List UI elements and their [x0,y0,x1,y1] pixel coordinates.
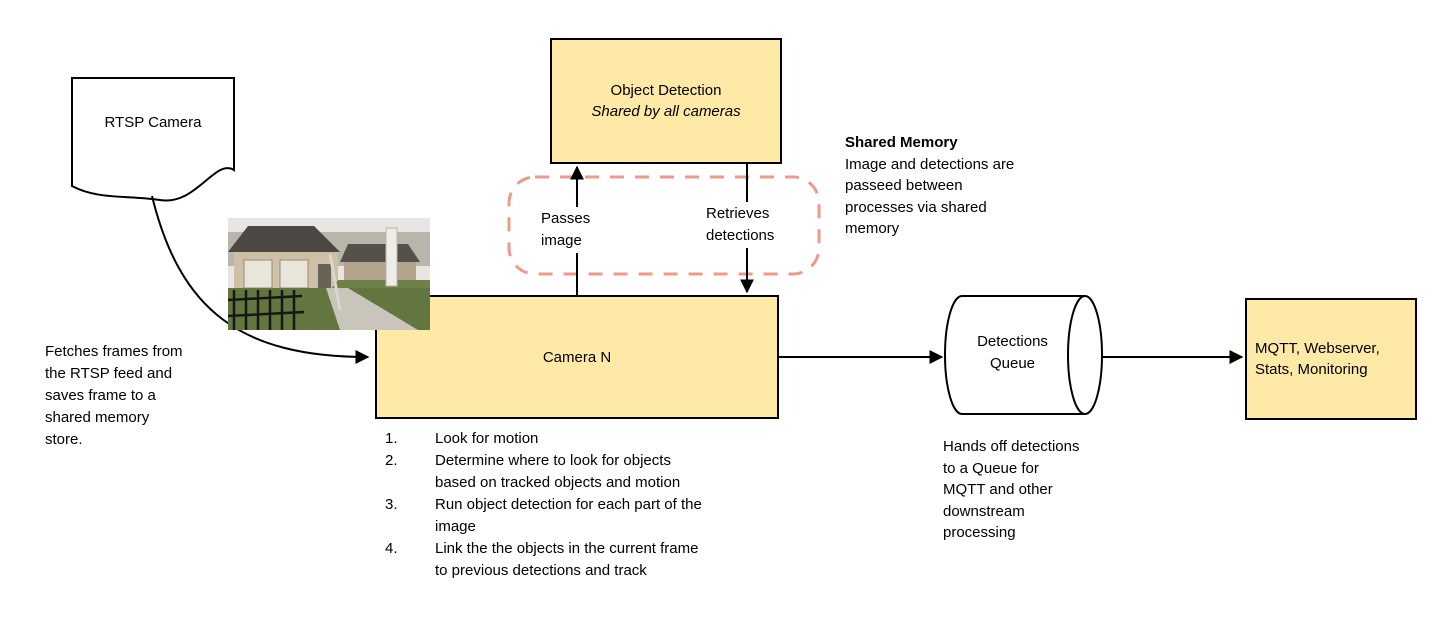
camera-snapshot [228,218,430,330]
camera-n-label: Camera N [542,348,612,366]
passes-image-line2: image [541,232,582,249]
step-line: Determine where to look for objects [435,452,671,469]
queue-label-line2: Queue [989,355,1036,372]
note-line: processes via shared [845,198,987,216]
fetch-frames-note: Fetches frames from the RTSP feed and sa… [45,341,183,451]
passes-image-label: Passes image [538,207,594,253]
retrieves-detections-line1: Retrieves [706,205,770,222]
step-line: Run object detection for each part of th… [435,496,702,513]
shared-memory-title: Shared Memory [845,134,958,151]
rtsp-camera-label: RTSP Camera [77,112,229,133]
rtsp-camera-text: RTSP Camera [104,114,202,131]
passes-image-line1: Passes [541,210,591,227]
camera-steps-list: 1. Look for motion 2. Determine where to… [385,428,702,582]
fetch-frames-arrow [151,195,370,364]
step-item-4: 4. Link the the objects in the current f… [385,538,702,582]
note-line: Hands off detections [943,438,1080,455]
mqtt-label-line2: Stats, Monitoring [1255,361,1368,378]
note-line: processing [943,524,1016,541]
step-number: 1. [385,430,398,447]
distant-house [340,244,420,280]
step-line: to previous detections and track [435,562,647,579]
shared-memory-dashed-region [507,175,821,276]
mqtt-node: MQTT, Webserver, Stats, Monitoring [1245,298,1417,420]
camera-n-node: Camera N [375,295,779,419]
note-line: store. [45,431,83,448]
note-line: passeed between [845,177,963,194]
note-line: saves frame to a [45,387,156,404]
note-line: Fetches frames from [45,343,183,360]
step-item-1: 1. Look for motion [385,428,702,450]
retrieves-detections-label: Retrieves detections [703,202,778,248]
camera-snapshot-image [228,218,430,330]
detections-queue-cylinder-shape [944,295,1103,415]
queue-label-line1: Detections [977,333,1048,350]
queue-handoff-note: Hands off detections to a Queue for MQTT… [943,436,1079,544]
note-line: memory [845,220,900,237]
step-line: Link the the objects in the current fram… [435,540,699,557]
object-detection-node: Object Detection Shared by all cameras [550,38,782,164]
object-detection-title: Object Detection [610,82,722,99]
step-line: based on tracked objects and motion [435,474,681,491]
note-line: to a Queue for [943,459,1039,477]
step-line: image [435,518,476,535]
mqtt-label-line1: MQTT, Webserver, [1255,340,1380,357]
note-line: the RTSP feed and [45,365,173,382]
lawn-far [332,280,430,288]
step-number: 4. [385,540,398,557]
metal-fence [228,290,305,330]
retrieves-detections-line2: detections [706,227,775,244]
note-line: MQTT and other [943,481,1053,498]
step-line: Look for motion [435,430,539,447]
shared-memory-note: Shared Memory Image and detections are p… [845,132,1014,240]
detections-queue-label: Detections Queue [950,331,1075,375]
main-house [228,226,340,290]
note-line: downstream [943,502,1025,520]
object-detection-subtitle: Shared by all cameras [591,103,741,120]
rtsp-document-shape [71,77,235,202]
step-item-3: 3. Run object detection for each part of… [385,494,702,538]
porch-post [385,227,398,287]
step-number: 3. [385,496,398,513]
note-line: Image and detections are [845,155,1015,173]
step-item-2: 2. Determine where to look for objects b… [385,450,702,494]
step-number: 2. [385,452,398,469]
walkway [326,288,418,330]
note-line: shared memory [45,409,150,426]
pole [328,253,342,311]
